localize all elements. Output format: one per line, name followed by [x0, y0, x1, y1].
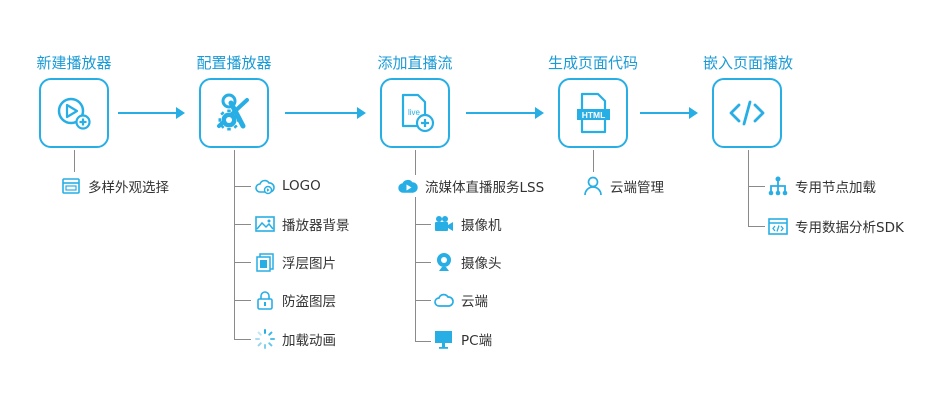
connector-line	[415, 341, 431, 342]
connector-line	[234, 224, 251, 225]
list-item: 防盗图层	[254, 289, 336, 311]
html-file-icon: HTML	[577, 92, 610, 134]
connector-line	[415, 150, 416, 175]
list-item: 加载动画	[254, 328, 336, 350]
connector-line	[234, 186, 251, 187]
list-item: 流媒体直播服务LSS	[397, 175, 544, 197]
code-brackets-icon	[729, 100, 765, 126]
loading-spinner-icon	[254, 328, 276, 350]
item-label: 云端管理	[610, 180, 664, 196]
connector-line	[234, 339, 251, 340]
item-label: 云端	[461, 294, 488, 310]
step-title-add-live-stream: 添加直播流	[377, 54, 453, 72]
list-item: 播放器背景	[254, 213, 350, 235]
flow-arrow	[118, 107, 185, 119]
connector-line	[234, 262, 251, 263]
step-box-generate-code: HTML	[558, 78, 628, 148]
list-item: 多样外观选择	[60, 175, 169, 197]
html-label: HTML	[582, 110, 606, 120]
pc-icon	[433, 328, 455, 350]
item-label: 加载动画	[282, 333, 336, 349]
list-item: 浮层图片	[254, 251, 336, 273]
connector-line	[415, 224, 431, 225]
connector-line	[234, 300, 251, 301]
step-box-embed-play	[712, 78, 782, 148]
flow-arrow	[285, 107, 366, 119]
cloud-icon	[433, 289, 455, 311]
step-box-add-live-stream: live	[380, 78, 450, 148]
connector-line	[415, 262, 431, 263]
list-item: 专用节点加载	[767, 175, 876, 197]
list-item: 云端管理	[582, 175, 664, 197]
layers-icon	[254, 251, 276, 273]
item-label: 摄像头	[461, 256, 502, 272]
item-label: PC端	[461, 333, 493, 349]
list-item: 摄像头	[433, 251, 502, 273]
list-item: 专用数据分析SDK	[767, 215, 904, 237]
list-item: 摄像机	[433, 213, 502, 235]
webcam-icon	[433, 251, 455, 273]
step-box-configure-player	[199, 78, 269, 148]
flow-arrow	[466, 107, 544, 119]
connector-line	[748, 150, 749, 226]
item-label: 摄像机	[461, 218, 502, 234]
item-label: 专用节点加载	[795, 180, 876, 196]
node-tree-icon	[767, 175, 789, 197]
connector-line	[234, 150, 235, 340]
item-label: 专用数据分析SDK	[795, 220, 904, 236]
lock-icon	[254, 289, 276, 311]
item-label: 防盗图层	[282, 294, 336, 310]
wrench-gear-icon	[217, 93, 249, 131]
step-title-create-player: 新建播放器	[36, 54, 112, 72]
cloud-play-icon	[254, 175, 276, 197]
connector-line	[748, 186, 765, 187]
connector-line	[415, 197, 416, 342]
cloud-play-icon	[397, 175, 419, 197]
user-icon	[582, 175, 604, 197]
list-item: 云端	[433, 289, 488, 311]
connector-line	[415, 300, 431, 301]
item-label: 多样外观选择	[88, 180, 169, 196]
item-label: 播放器背景	[282, 218, 350, 234]
live-label: live	[408, 108, 421, 117]
step-title-generate-code: 生成页面代码	[547, 54, 639, 72]
item-label: 流媒体直播服务LSS	[425, 180, 545, 196]
connector-line	[74, 150, 75, 172]
list-item: PC端	[433, 328, 492, 350]
item-label: LOGO	[282, 178, 321, 194]
image-icon	[254, 213, 276, 235]
play-plus-icon	[57, 97, 91, 130]
live-file-add-icon: live	[401, 93, 435, 133]
flow-arrow	[640, 107, 698, 119]
step-title-configure-player: 配置播放器	[196, 54, 272, 72]
item-label: 浮层图片	[282, 256, 336, 272]
list-item: LOGO	[254, 175, 321, 197]
window-icon	[60, 175, 82, 197]
connector-line	[748, 226, 765, 227]
connector-line	[593, 150, 594, 172]
step-box-create-player	[39, 78, 109, 148]
video-camera-icon	[433, 213, 455, 235]
code-window-icon	[767, 215, 789, 237]
step-title-embed-play: 嵌入页面播放	[702, 54, 794, 72]
